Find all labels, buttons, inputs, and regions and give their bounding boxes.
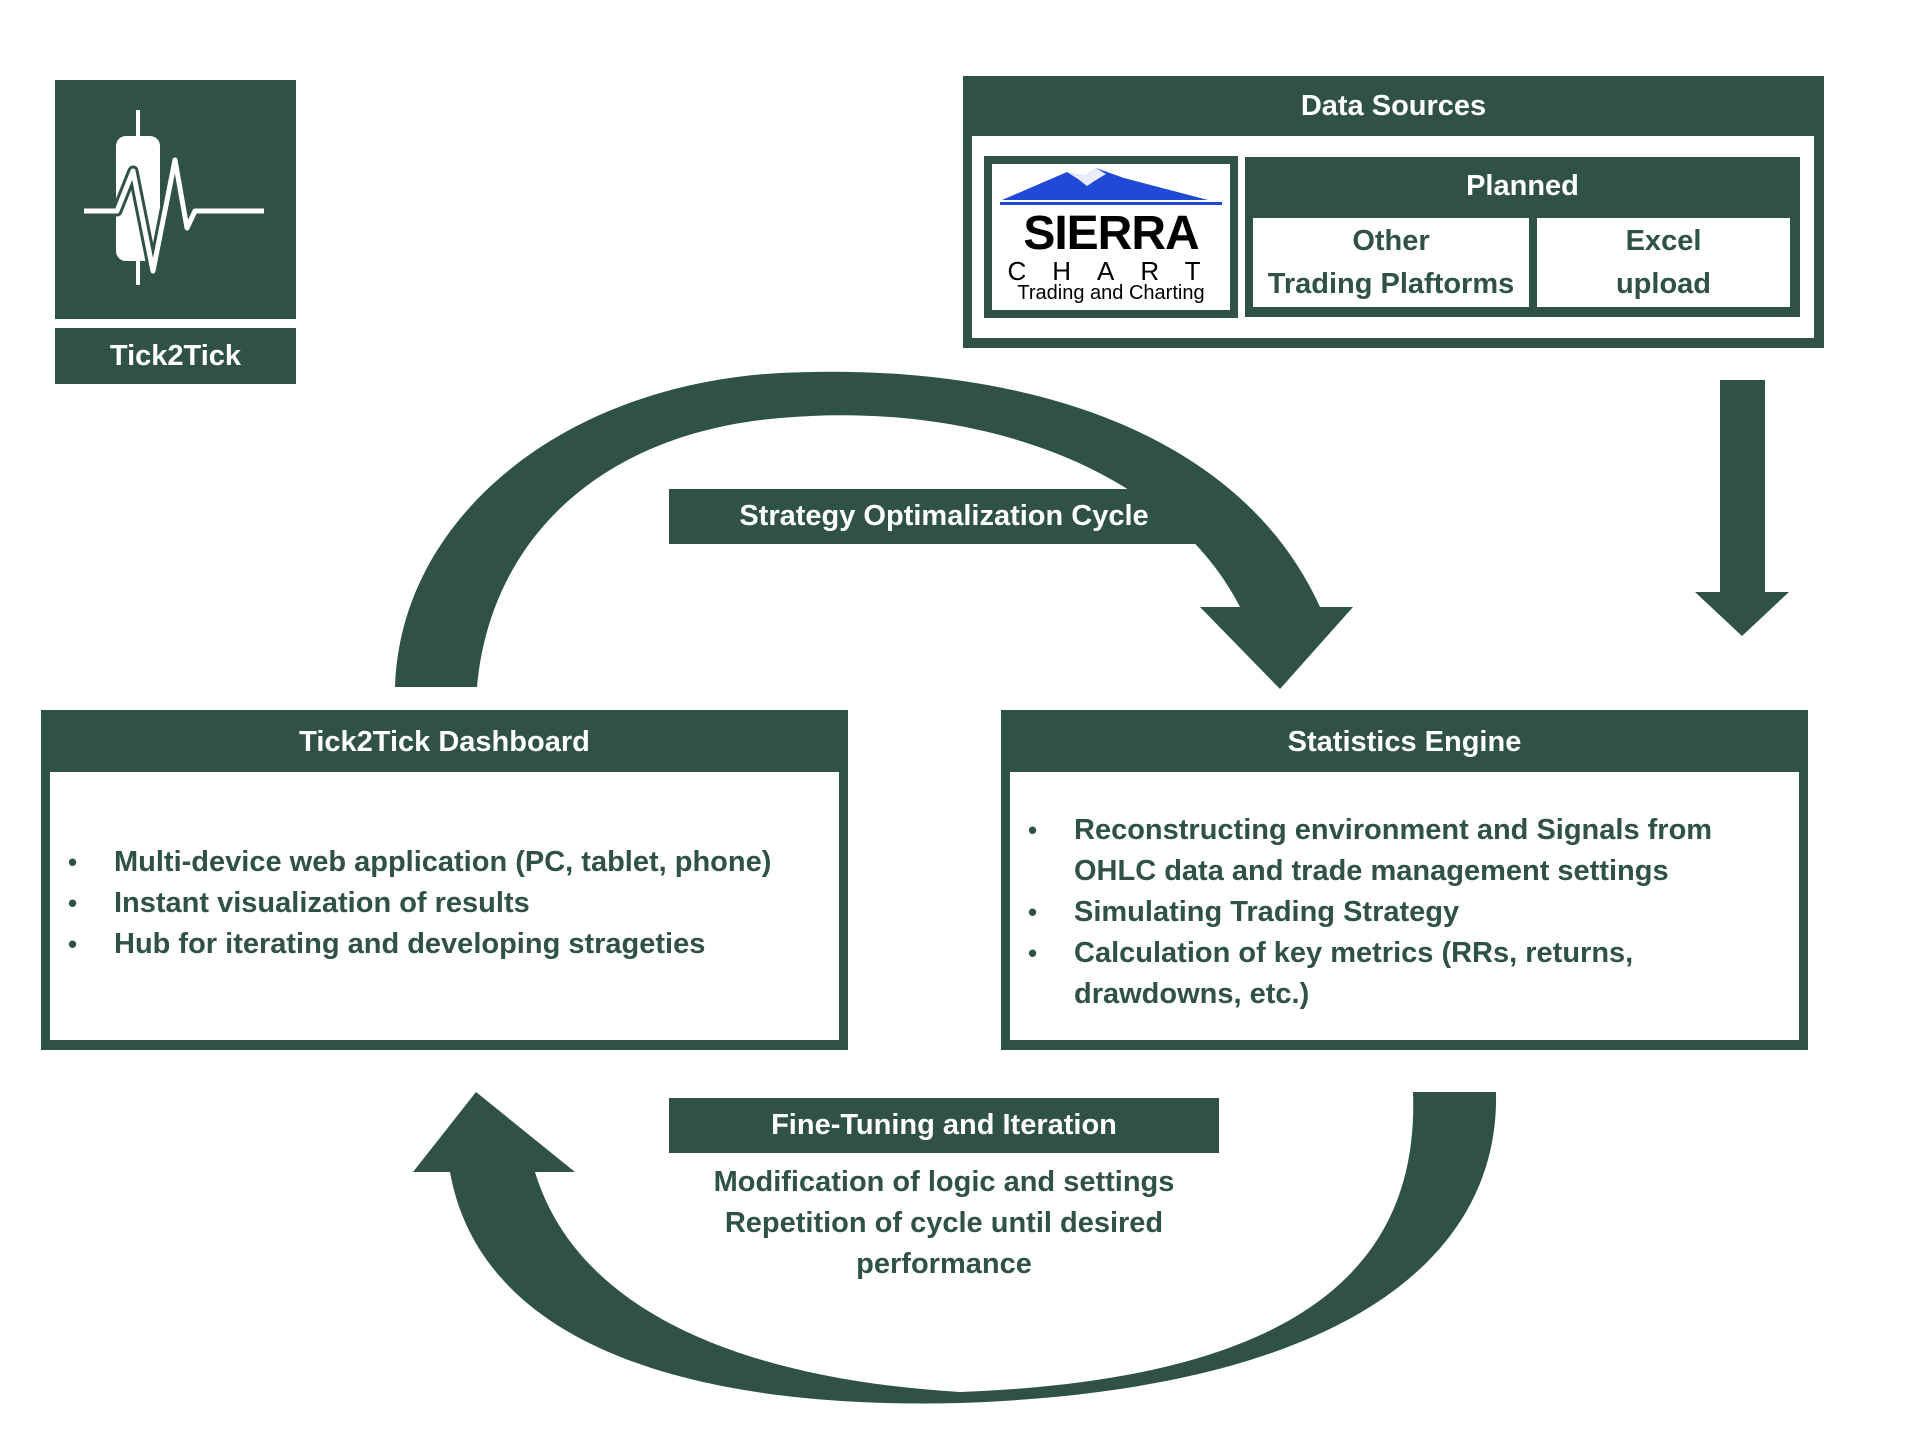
engine-bullet: Calculation of key metrics (RRs, returns…: [1010, 933, 1759, 1015]
fine-tuning-line: performance: [856, 1248, 1032, 1280]
fine-tuning-line: Repetition of cycle until desired: [724, 1207, 1164, 1239]
tick2tick-logo: [55, 80, 296, 319]
data-sources-title: Data Sources: [1300, 89, 1487, 122]
fine-tuning-description: Modification of logic and settings Repet…: [669, 1162, 1219, 1285]
planned-item-excel-upload: Excel upload: [1537, 218, 1790, 307]
engine-bullet: Simulating Trading Strategy: [1010, 892, 1759, 933]
candlestick-pulse-icon: [84, 110, 264, 285]
fine-tuning-title: Fine-Tuning and Iteration: [669, 1098, 1219, 1153]
statistics-engine-title: Statistics Engine: [1287, 725, 1522, 758]
chart-wordmark: CHART: [1007, 256, 1227, 286]
dashboard-title: Tick2Tick Dashboard: [299, 725, 590, 758]
sierra-chart-logo: SIERRA CHART Trading and Charting: [992, 164, 1230, 310]
dashboard-bullet: Hub for iterating and developing straget…: [50, 924, 839, 965]
mountain-icon: [1000, 168, 1222, 205]
fine-tuning-line: Modification of logic and settings: [713, 1166, 1175, 1198]
cycle-label: Strategy Optimalization Cycle: [669, 489, 1219, 544]
planned-title: Planned: [1466, 169, 1579, 202]
sierra-wordmark: SIERRA: [1023, 207, 1199, 260]
engine-bullet-list: Reconstructing environment and Signals f…: [1010, 810, 1799, 1015]
top-cycle-arc: [395, 371, 1353, 689]
dashboard-bullet-list: Multi-device web application (PC, tablet…: [50, 842, 839, 965]
dashboard-bullet: Instant visualization of results: [50, 883, 839, 924]
data-flow-arrow: [1695, 380, 1789, 636]
engine-bullet: Reconstructing environment and Signals f…: [1010, 810, 1759, 892]
dashboard-bullet: Multi-device web application (PC, tablet…: [50, 842, 839, 883]
sierra-tagline: Trading and Charting: [1017, 282, 1205, 304]
brand-name: Tick2Tick: [55, 328, 296, 384]
planned-item-other-platforms: Other Trading Plaftorms: [1253, 218, 1529, 307]
